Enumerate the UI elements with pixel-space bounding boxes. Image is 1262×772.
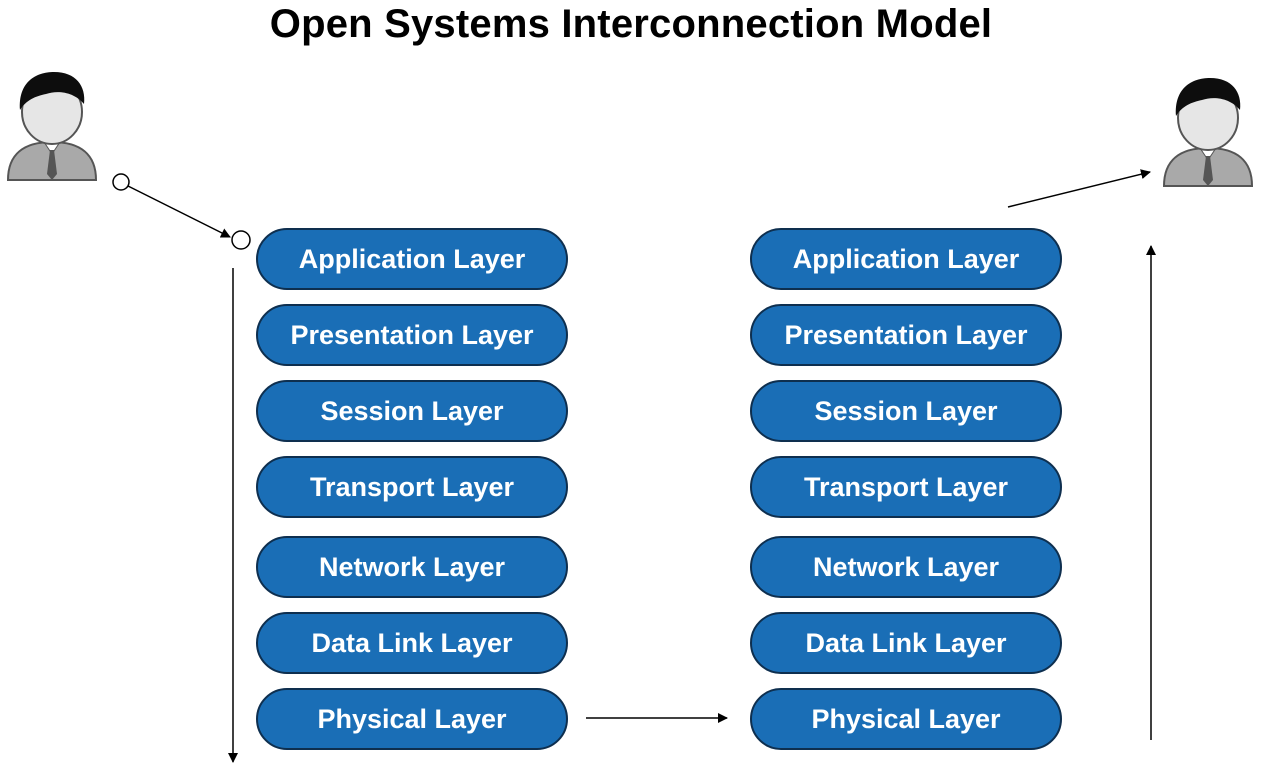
- sender-presentation-layer: Presentation Layer: [256, 304, 568, 366]
- receiver-transport-layer: Transport Layer: [750, 456, 1062, 518]
- sender-physical-layer: Physical Layer: [256, 688, 568, 750]
- receiver-network-layer: Network Layer: [750, 536, 1062, 598]
- sender-data-link-layer: Data Link Layer: [256, 612, 568, 674]
- sender-user-icon: [6, 72, 98, 181]
- receiver-presentation-layer: Presentation Layer: [750, 304, 1062, 366]
- stack-to-receiver-arrow: [1007, 169, 1151, 208]
- sender-to-stack-arrow: [127, 185, 231, 238]
- receiver-session-layer: Session Layer: [750, 380, 1062, 442]
- receiver-user-icon: [1162, 78, 1254, 187]
- sender-network-layer: Network Layer: [256, 536, 568, 598]
- sender-origin-circle: [112, 173, 130, 191]
- stack-entry-circle: [231, 230, 251, 250]
- sender-session-layer: Session Layer: [256, 380, 568, 442]
- receiver-physical-layer: Physical Layer: [750, 688, 1062, 750]
- receiver-application-layer: Application Layer: [750, 228, 1062, 290]
- diagram-title: Open Systems Interconnection Model: [269, 2, 993, 46]
- receiver-data-link-layer: Data Link Layer: [750, 612, 1062, 674]
- sender-transport-layer: Transport Layer: [256, 456, 568, 518]
- sender-application-layer: Application Layer: [256, 228, 568, 290]
